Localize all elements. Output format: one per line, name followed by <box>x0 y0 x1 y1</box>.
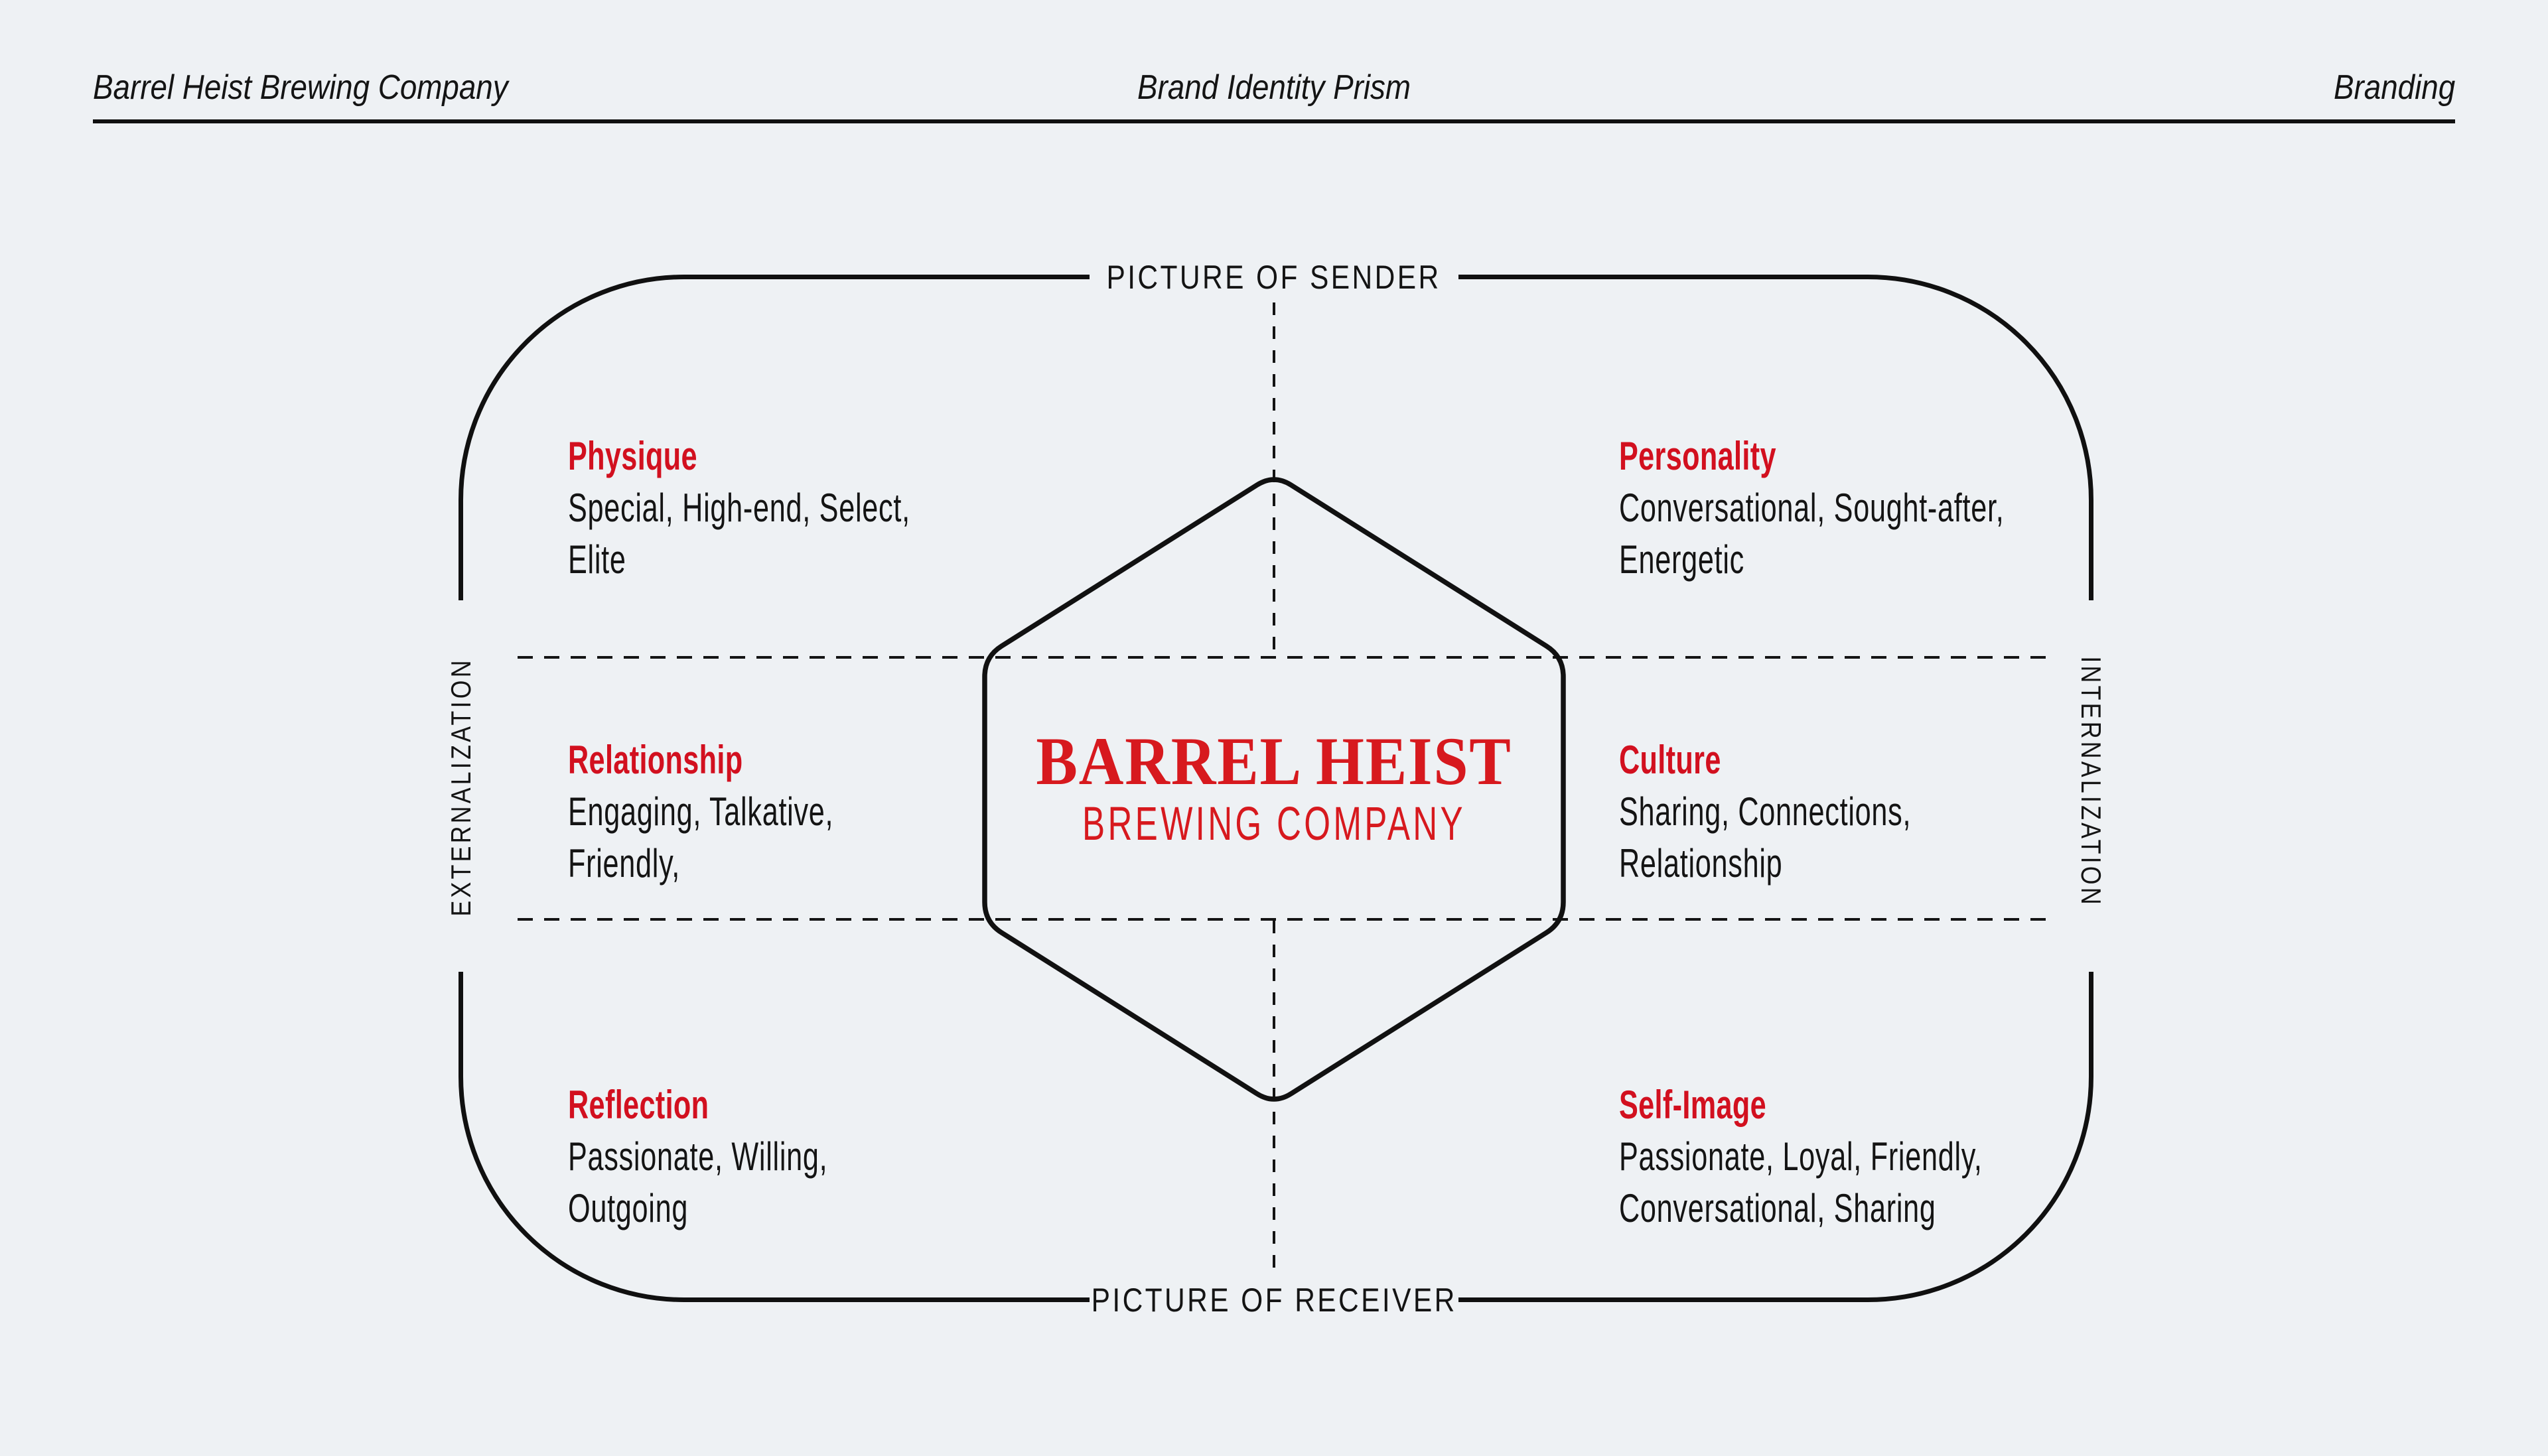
header-category: Branding <box>2333 68 2455 107</box>
frame-gap-bottom <box>1090 1292 1458 1307</box>
section-title: Reflection <box>568 1083 709 1127</box>
section-trait-line: Engaging, Talkative, <box>568 789 834 834</box>
brand-logo-name: BARREL HEIST <box>1036 724 1512 799</box>
frame-gap-top <box>1090 270 1458 285</box>
section-trait-line: Passionate, Loyal, Friendly, <box>1619 1134 1983 1179</box>
brand-logo-subtitle: BREWING COMPANY <box>1082 798 1466 850</box>
dashed-line-horizontal-lower <box>518 918 2054 921</box>
label-picture-of-receiver-text: PICTURE OF RECEIVER <box>1091 1282 1457 1319</box>
section-trait-line: Conversational, Sharing <box>1619 1186 1936 1230</box>
section-culture: Culture Sharing, Connections, Relationsh… <box>1619 734 2024 890</box>
frame-gap-left <box>453 600 469 972</box>
header-company-name: Barrel Heist Brewing Company <box>93 68 508 107</box>
label-internalization: INTERNALIZATION <box>2076 583 2107 981</box>
section-title: Personality <box>1619 434 1776 478</box>
label-internalization-text: INTERNALIZATION <box>2076 656 2107 908</box>
header-divider <box>93 119 2455 123</box>
label-picture-of-sender-text: PICTURE OF SENDER <box>1106 259 1442 296</box>
section-title: Culture <box>1619 738 1721 782</box>
section-title: Self-Image <box>1619 1083 1767 1127</box>
section-personality: Personality Conversational, Sought-after… <box>1619 430 2154 586</box>
section-trait-line: Conversational, Sought-after, <box>1619 486 2005 530</box>
section-trait-line: Special, High-end, Select, <box>568 486 910 530</box>
section-reflection: Reflection Passionate, Willing, Outgoing <box>568 1079 929 1234</box>
section-trait-line: Outgoing <box>568 1186 689 1230</box>
dashed-line-horizontal-upper <box>518 656 2054 659</box>
label-picture-of-receiver: PICTURE OF RECEIVER <box>1075 1282 1473 1319</box>
section-physique: Physique Special, High-end, Select, Elit… <box>568 430 1043 586</box>
section-title: Relationship <box>568 738 743 782</box>
section-self-image: Self-Image Passionate, Loyal, Friendly, … <box>1619 1079 2124 1234</box>
frame-gap-right <box>2084 600 2099 972</box>
label-externalization: EXTERNALIZATION <box>445 588 476 986</box>
section-trait-line: Friendly, <box>568 841 680 886</box>
label-picture-of-sender: PICTURE OF SENDER <box>1075 259 1473 296</box>
hexagon-outline <box>982 477 1566 1102</box>
section-trait-line: Energetic <box>1619 537 1744 582</box>
section-trait-line: Relationship <box>1619 841 1783 886</box>
section-trait-line: Passionate, Willing, <box>568 1134 828 1179</box>
label-externalization-text: EXTERNALIZATION <box>445 657 476 917</box>
section-relationship: Relationship Engaging, Talkative, Friend… <box>568 734 937 890</box>
section-trait-line: Elite <box>568 537 626 582</box>
page-title: Brand Identity Prism <box>1137 68 1411 107</box>
section-trait-line: Sharing, Connections, <box>1619 789 1912 834</box>
section-title: Physique <box>568 434 697 478</box>
